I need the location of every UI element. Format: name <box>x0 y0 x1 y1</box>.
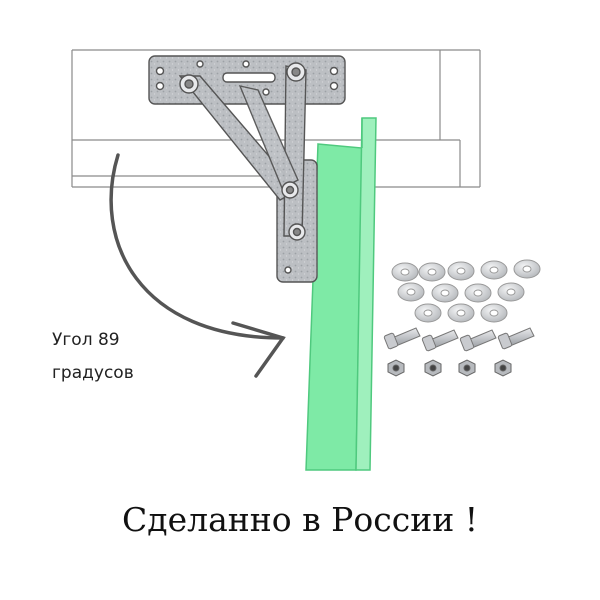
door-panel <box>305 117 377 471</box>
washer-icon <box>414 303 442 323</box>
caption: Сделанно в России ! <box>122 500 478 539</box>
nut-icon <box>458 359 476 377</box>
washer-icon <box>497 282 525 302</box>
bolt-icon <box>497 327 535 350</box>
washer-icon <box>431 283 459 303</box>
washer-icon <box>391 262 419 282</box>
bolt-icon <box>383 327 421 350</box>
nut-icon <box>494 359 512 377</box>
bolts-group <box>383 327 535 352</box>
nuts-group <box>387 359 512 377</box>
washer-icon <box>480 260 508 280</box>
lift-mechanism-icon <box>148 55 346 283</box>
nut-icon <box>387 359 405 377</box>
curved-arrow-icon <box>109 153 286 378</box>
nut-icon <box>424 359 442 377</box>
washer-icon <box>480 303 508 323</box>
bolt-icon <box>421 329 459 352</box>
washer-icon <box>513 259 541 279</box>
bolt-icon <box>459 329 497 352</box>
washer-icon <box>464 283 492 303</box>
washer-icon <box>447 261 475 281</box>
washer-icon <box>397 282 425 302</box>
washer-icon <box>418 262 446 282</box>
angle-label-line1: Угол 89 <box>52 330 120 350</box>
washer-icon <box>447 303 475 323</box>
angle-label: Угол 89 градусов <box>52 324 134 390</box>
angle-label-line2: градусов <box>52 363 134 383</box>
washers-group <box>391 259 541 323</box>
